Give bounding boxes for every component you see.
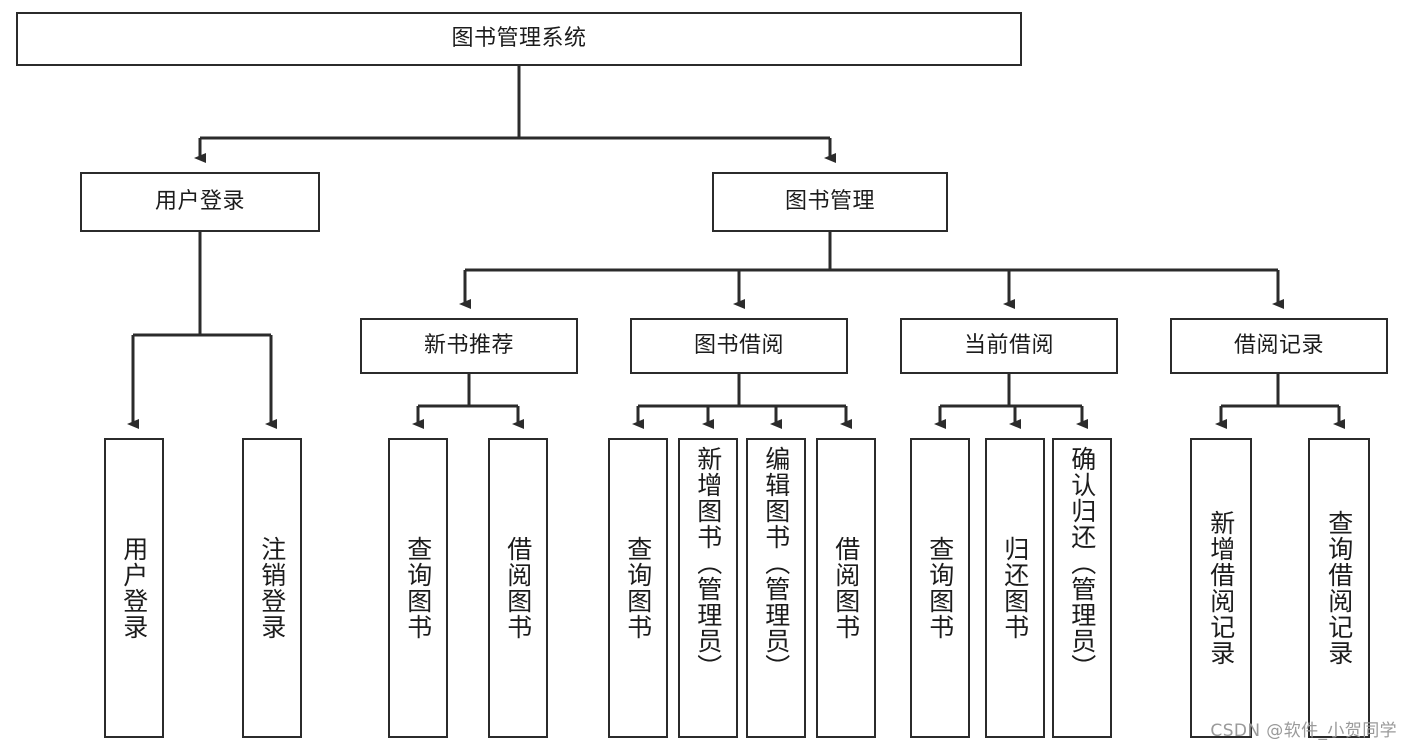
- node-leaf-user-login-label: 用户登录: [119, 536, 149, 640]
- node-leaf-confirm-return-admin-label: 确认归还（管理员）: [1067, 446, 1097, 680]
- node-leaf-logout[interactable]: 注销登录: [242, 438, 302, 738]
- node-level1-book-management[interactable]: 图书管理: [712, 172, 948, 232]
- node-leaf-edit-book-admin-label: 编辑图书（管理员）: [761, 446, 791, 680]
- node-level2-new-book-recommend-label: 新书推荐: [423, 332, 514, 358]
- node-leaf-query-book-recommend-label: 查询图书: [403, 536, 433, 640]
- node-root[interactable]: 图书管理系统: [16, 12, 1022, 66]
- node-leaf-add-book-admin[interactable]: 新增图书（管理员）: [678, 438, 738, 738]
- node-leaf-add-borrow-record-label: 新增借阅记录: [1206, 510, 1236, 666]
- node-leaf-query-book-recommend[interactable]: 查询图书: [388, 438, 448, 738]
- node-leaf-return-book-label: 归还图书: [1000, 536, 1030, 640]
- node-leaf-logout-label: 注销登录: [257, 536, 287, 640]
- node-leaf-edit-book-admin[interactable]: 编辑图书（管理员）: [746, 438, 806, 738]
- node-leaf-add-book-admin-label: 新增图书（管理员）: [693, 446, 723, 680]
- node-leaf-query-borrow-record-label: 查询借阅记录: [1324, 510, 1354, 666]
- node-level2-new-book-recommend[interactable]: 新书推荐: [360, 318, 578, 374]
- node-level2-book-borrow-label: 图书借阅: [693, 332, 784, 358]
- node-leaf-query-borrow-record[interactable]: 查询借阅记录: [1308, 438, 1370, 738]
- node-leaf-borrow-book[interactable]: 借阅图书: [816, 438, 876, 738]
- node-level2-current-borrow[interactable]: 当前借阅: [900, 318, 1118, 374]
- node-leaf-borrow-book-label: 借阅图书: [831, 536, 861, 640]
- csdn-watermark: CSDN @软件_小贺同学: [1210, 721, 1397, 741]
- node-leaf-confirm-return-admin[interactable]: 确认归还（管理员）: [1052, 438, 1112, 738]
- node-level1-book-management-label: 图书管理: [784, 188, 875, 214]
- node-level2-borrow-record-label: 借阅记录: [1233, 332, 1324, 358]
- node-level1-user-login-label: 用户登录: [154, 188, 245, 214]
- node-level2-borrow-record[interactable]: 借阅记录: [1170, 318, 1388, 374]
- node-level2-book-borrow[interactable]: 图书借阅: [630, 318, 848, 374]
- node-leaf-add-borrow-record[interactable]: 新增借阅记录: [1190, 438, 1252, 738]
- node-leaf-borrow-book-recommend[interactable]: 借阅图书: [488, 438, 548, 738]
- node-level2-current-borrow-label: 当前借阅: [963, 332, 1054, 358]
- node-leaf-user-login[interactable]: 用户登录: [104, 438, 164, 738]
- node-leaf-borrow-book-recommend-label: 借阅图书: [503, 536, 533, 640]
- node-leaf-query-book-borrow-label: 查询图书: [623, 536, 653, 640]
- node-level1-user-login[interactable]: 用户登录: [80, 172, 320, 232]
- node-leaf-query-book-current[interactable]: 查询图书: [910, 438, 970, 738]
- node-leaf-query-book-current-label: 查询图书: [925, 536, 955, 640]
- node-leaf-return-book[interactable]: 归还图书: [985, 438, 1045, 738]
- node-leaf-query-book-borrow[interactable]: 查询图书: [608, 438, 668, 738]
- node-root-label: 图书管理系统: [451, 25, 587, 51]
